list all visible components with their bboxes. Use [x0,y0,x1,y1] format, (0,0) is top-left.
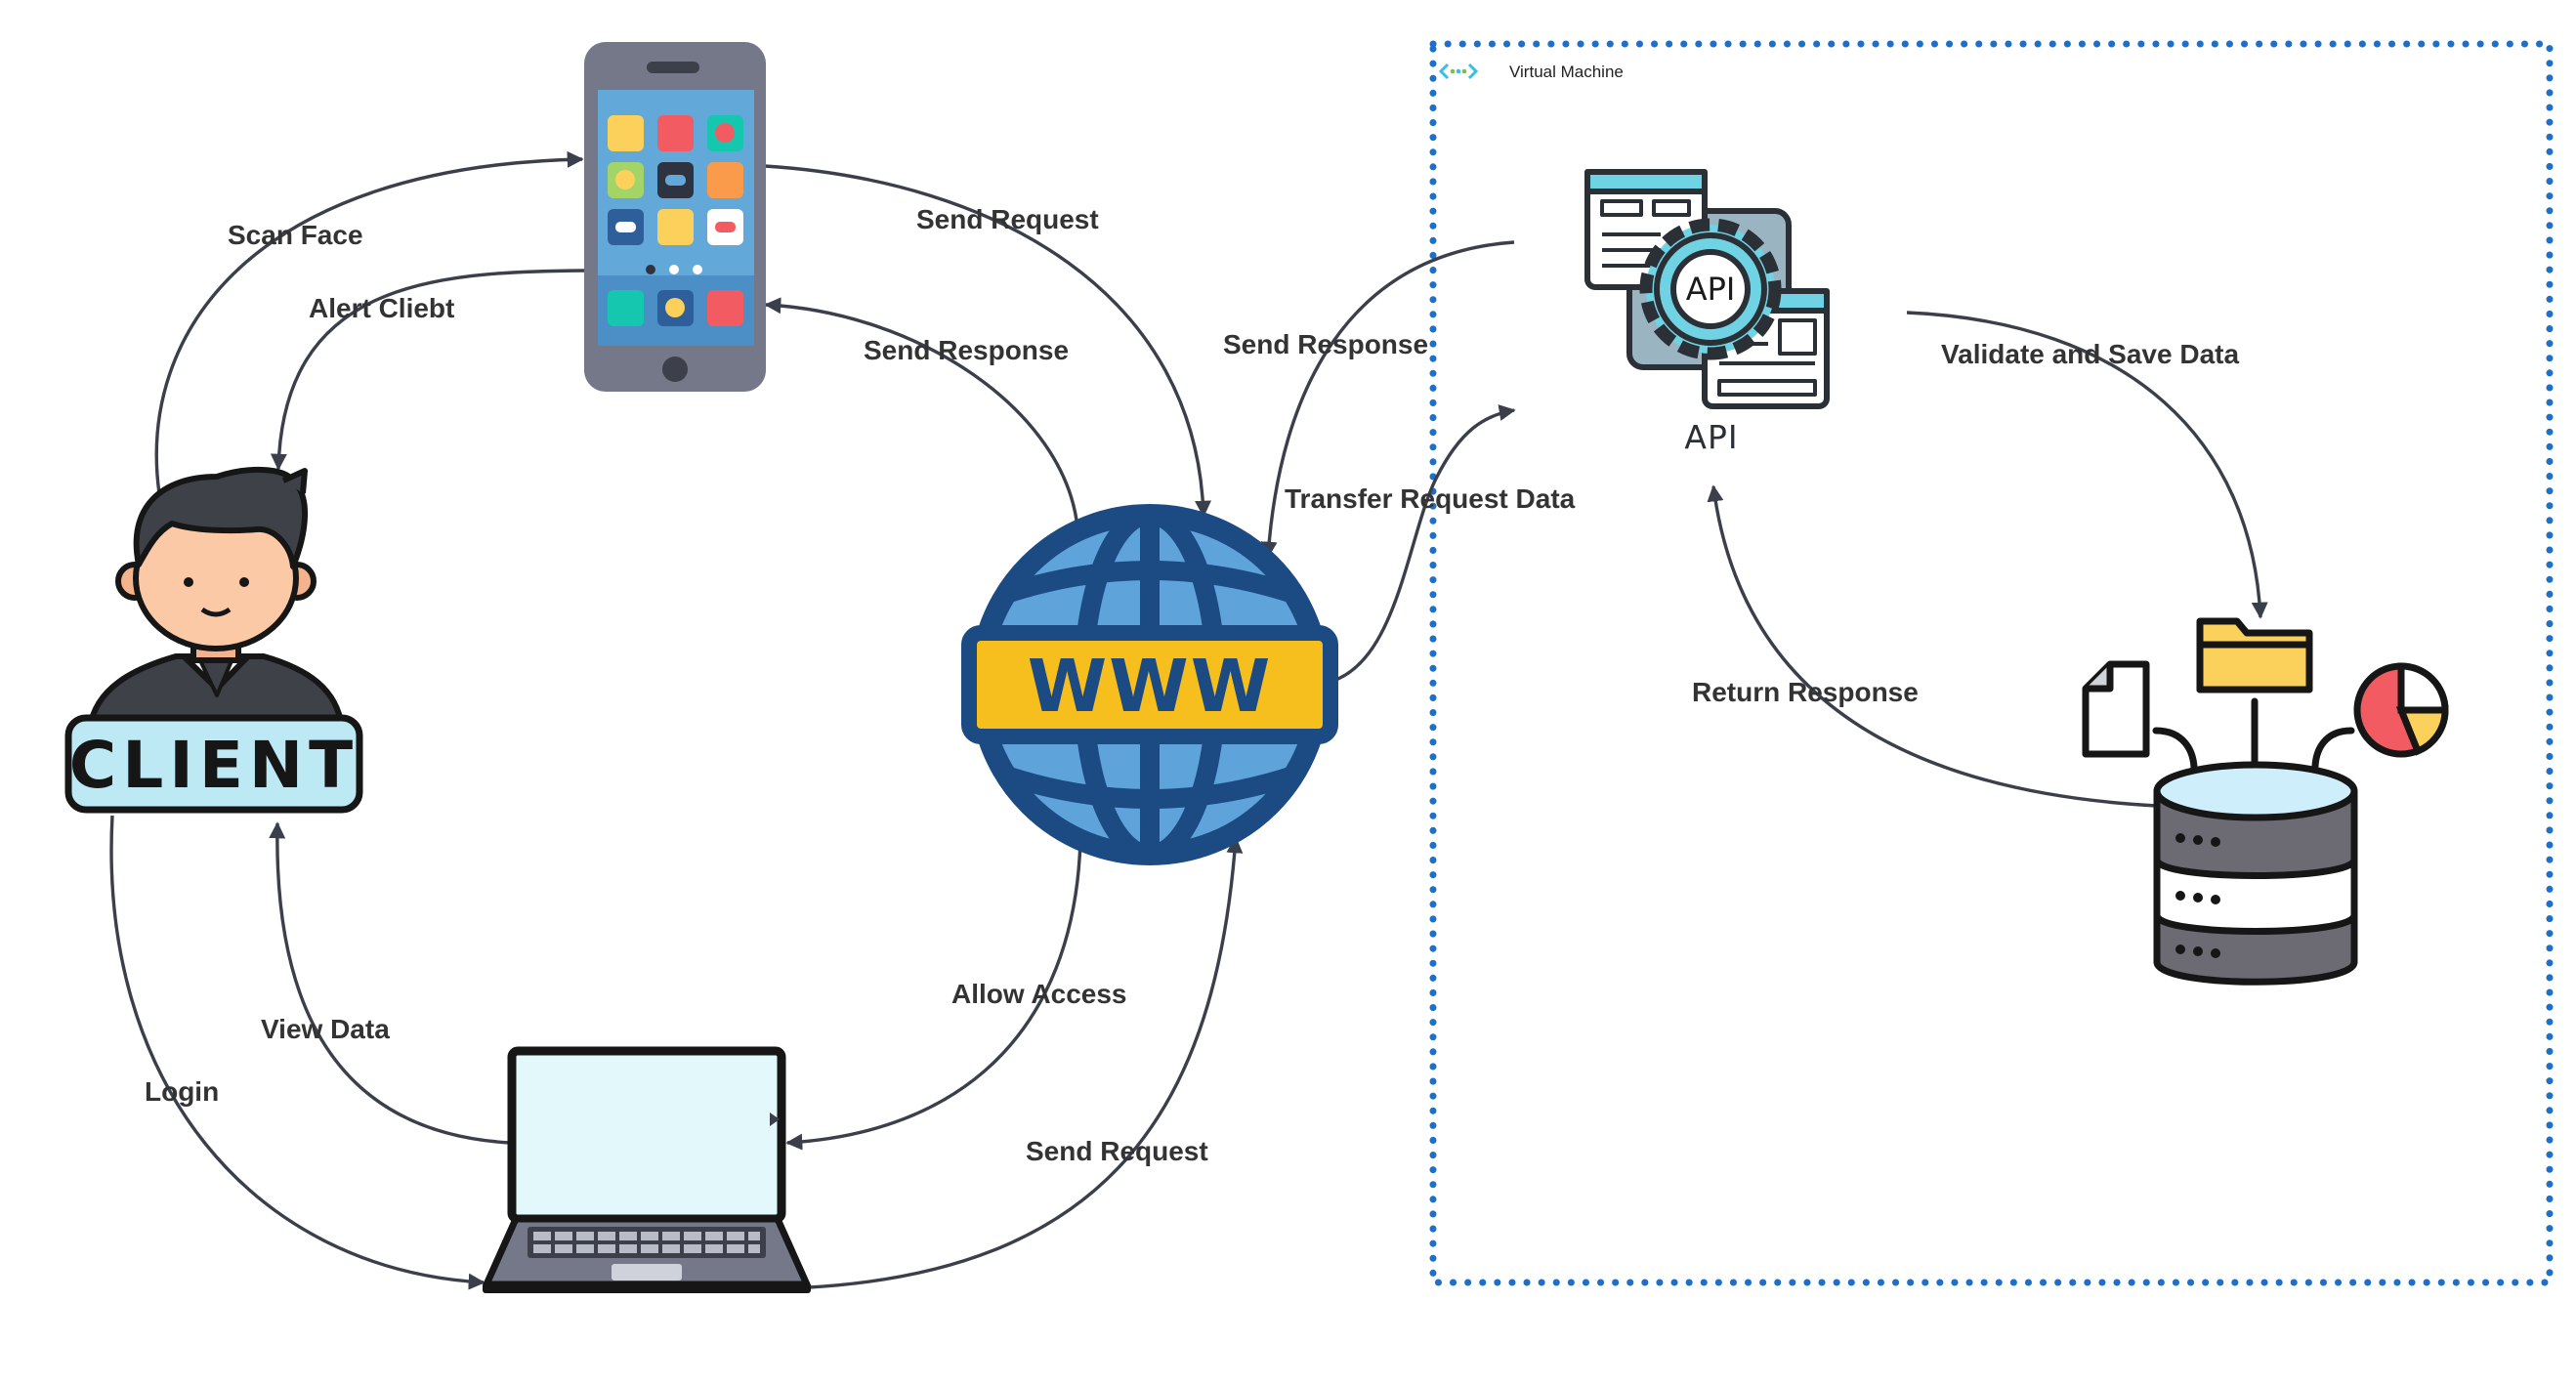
edge-view-data [269,821,511,1145]
laptop-icon [483,1046,811,1293]
label-validate-save: Validate and Save Data [1941,339,2239,369]
www-label: WWW [1028,645,1273,729]
edge-transfer-request-data [1320,404,1516,686]
label-laptop-send-request: Send Request [1026,1136,1208,1166]
folder-icon [2196,617,2313,693]
api-node: API API [1584,169,1830,456]
edge-labels: Scan Face Alert Cliebt Send Request Send… [145,204,2239,1166]
pie-chart-icon [2353,662,2449,758]
edge-validate-save [1906,311,2268,619]
document-icon [2082,660,2150,758]
label-vm-send-response: Send Response [1223,329,1428,359]
api-icon: API [1584,169,1830,409]
label-phone-send-response: Send Response [864,335,1069,365]
label-phone-send-request: Send Request [916,204,1099,234]
www-globe-icon: WWW [961,504,1338,865]
edges [109,150,2268,1290]
edge-login [109,815,486,1290]
label-allow-access: Allow Access [951,979,1126,1009]
client-node: CLIENT [64,467,363,814]
database-icon [2153,761,2358,986]
client-label: CLIENT [69,728,359,803]
edge-scan-face [154,150,584,494]
person-icon [87,467,345,731]
label-transfer-request-data: Transfer Request Data [1285,483,1576,514]
virtual-machine-boundary: Virtual Machine [1429,40,2554,1286]
client-badge: CLIENT [64,714,363,814]
edge-allow-access [785,839,1082,1151]
label-return-response: Return Response [1692,677,1919,707]
label-scan-face: Scan Face [228,220,363,250]
api-caption: API [1684,418,1738,456]
vnet-icon [1438,63,1479,80]
api-gear-label: API [1686,271,1736,308]
label-view-data: View Data [261,1014,390,1044]
label-login: Login [145,1076,219,1107]
vm-title: Virtual Machine [1509,63,1624,81]
edge-return-response [1707,484,2158,808]
label-alert-client: Alert Cliebt [309,293,454,323]
database-node [2082,617,2449,986]
edge-phone-send-response [764,297,1079,528]
edge-alert-client [270,269,585,471]
edge-laptop-send-request [808,836,1244,1289]
edge-vm-send-response [1260,240,1515,559]
edge-phone-send-request [764,164,1212,518]
smartphone-icon [584,42,766,392]
